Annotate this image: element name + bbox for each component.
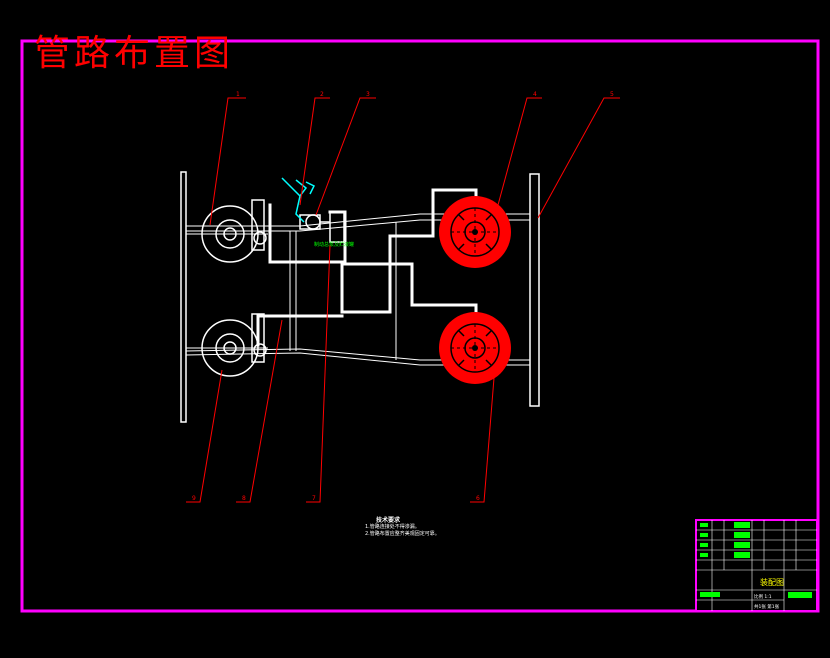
pipe-cross-mid [340, 234, 435, 314]
leader-1 [209, 97, 246, 226]
drawing-title: 管路布置图 [34, 33, 235, 74]
pipe-front-upper [268, 203, 347, 264]
leader-3 [315, 97, 376, 216]
leader-8 [236, 319, 283, 503]
brake-pedal-bracket [281, 177, 316, 223]
leader-6 [470, 377, 495, 503]
front-left-brake [186, 199, 268, 263]
title-block-drawing-name: 装配图 [760, 577, 784, 587]
leader-number-2: 2 [320, 91, 324, 98]
leader-number-9: 9 [192, 495, 196, 502]
leader-4 [497, 97, 542, 206]
title-block-scale: 比例 1:1 [754, 593, 772, 600]
leader-number-1: 1 [236, 91, 240, 98]
notes-line-2: 2.管路布置应整齐美观固定可靠。 [365, 531, 440, 537]
pipe-rear-mid [343, 262, 478, 319]
notes-line-1: 1.管路连接处不得渗漏。 [365, 524, 420, 530]
leader-number-group: 1 2 3 4 5 9 8 7 6 [192, 91, 614, 502]
leader-5 [537, 97, 620, 219]
leader-number-8: 8 [242, 495, 246, 502]
leader-2 [299, 97, 330, 206]
leader-lines [186, 97, 620, 503]
leader-number-5: 5 [610, 91, 614, 98]
leader-number-6: 6 [476, 495, 480, 502]
drawing-border [20, 39, 820, 613]
rear-axle-rail [529, 173, 540, 407]
rear-left-brake-disc [439, 196, 511, 268]
front-right-brake [186, 313, 268, 377]
rear-right-brake-disc [439, 312, 511, 384]
leader-7 [306, 244, 331, 503]
front-axle-rail [180, 171, 187, 423]
leader-9 [186, 369, 223, 503]
technical-notes: 技术要求 1.管路连接处不得渗漏。 2.管路布置应整齐美观固定可靠。 [365, 517, 440, 538]
leader-number-3: 3 [366, 91, 370, 98]
title-block: 装配图 比例 1:1 共1张 第1张 [695, 519, 818, 612]
master-cylinder-label: 制动总泵及贮液罐 [314, 241, 354, 248]
leader-number-4: 4 [533, 91, 537, 98]
master-cylinder [299, 211, 345, 243]
leader-number-7: 7 [312, 495, 316, 502]
title-block-sheet: 共1张 第1张 [754, 603, 780, 610]
pipe-front-lower [256, 314, 292, 347]
notes-heading: 技术要求 [375, 517, 400, 524]
brake-pipes [256, 188, 478, 347]
